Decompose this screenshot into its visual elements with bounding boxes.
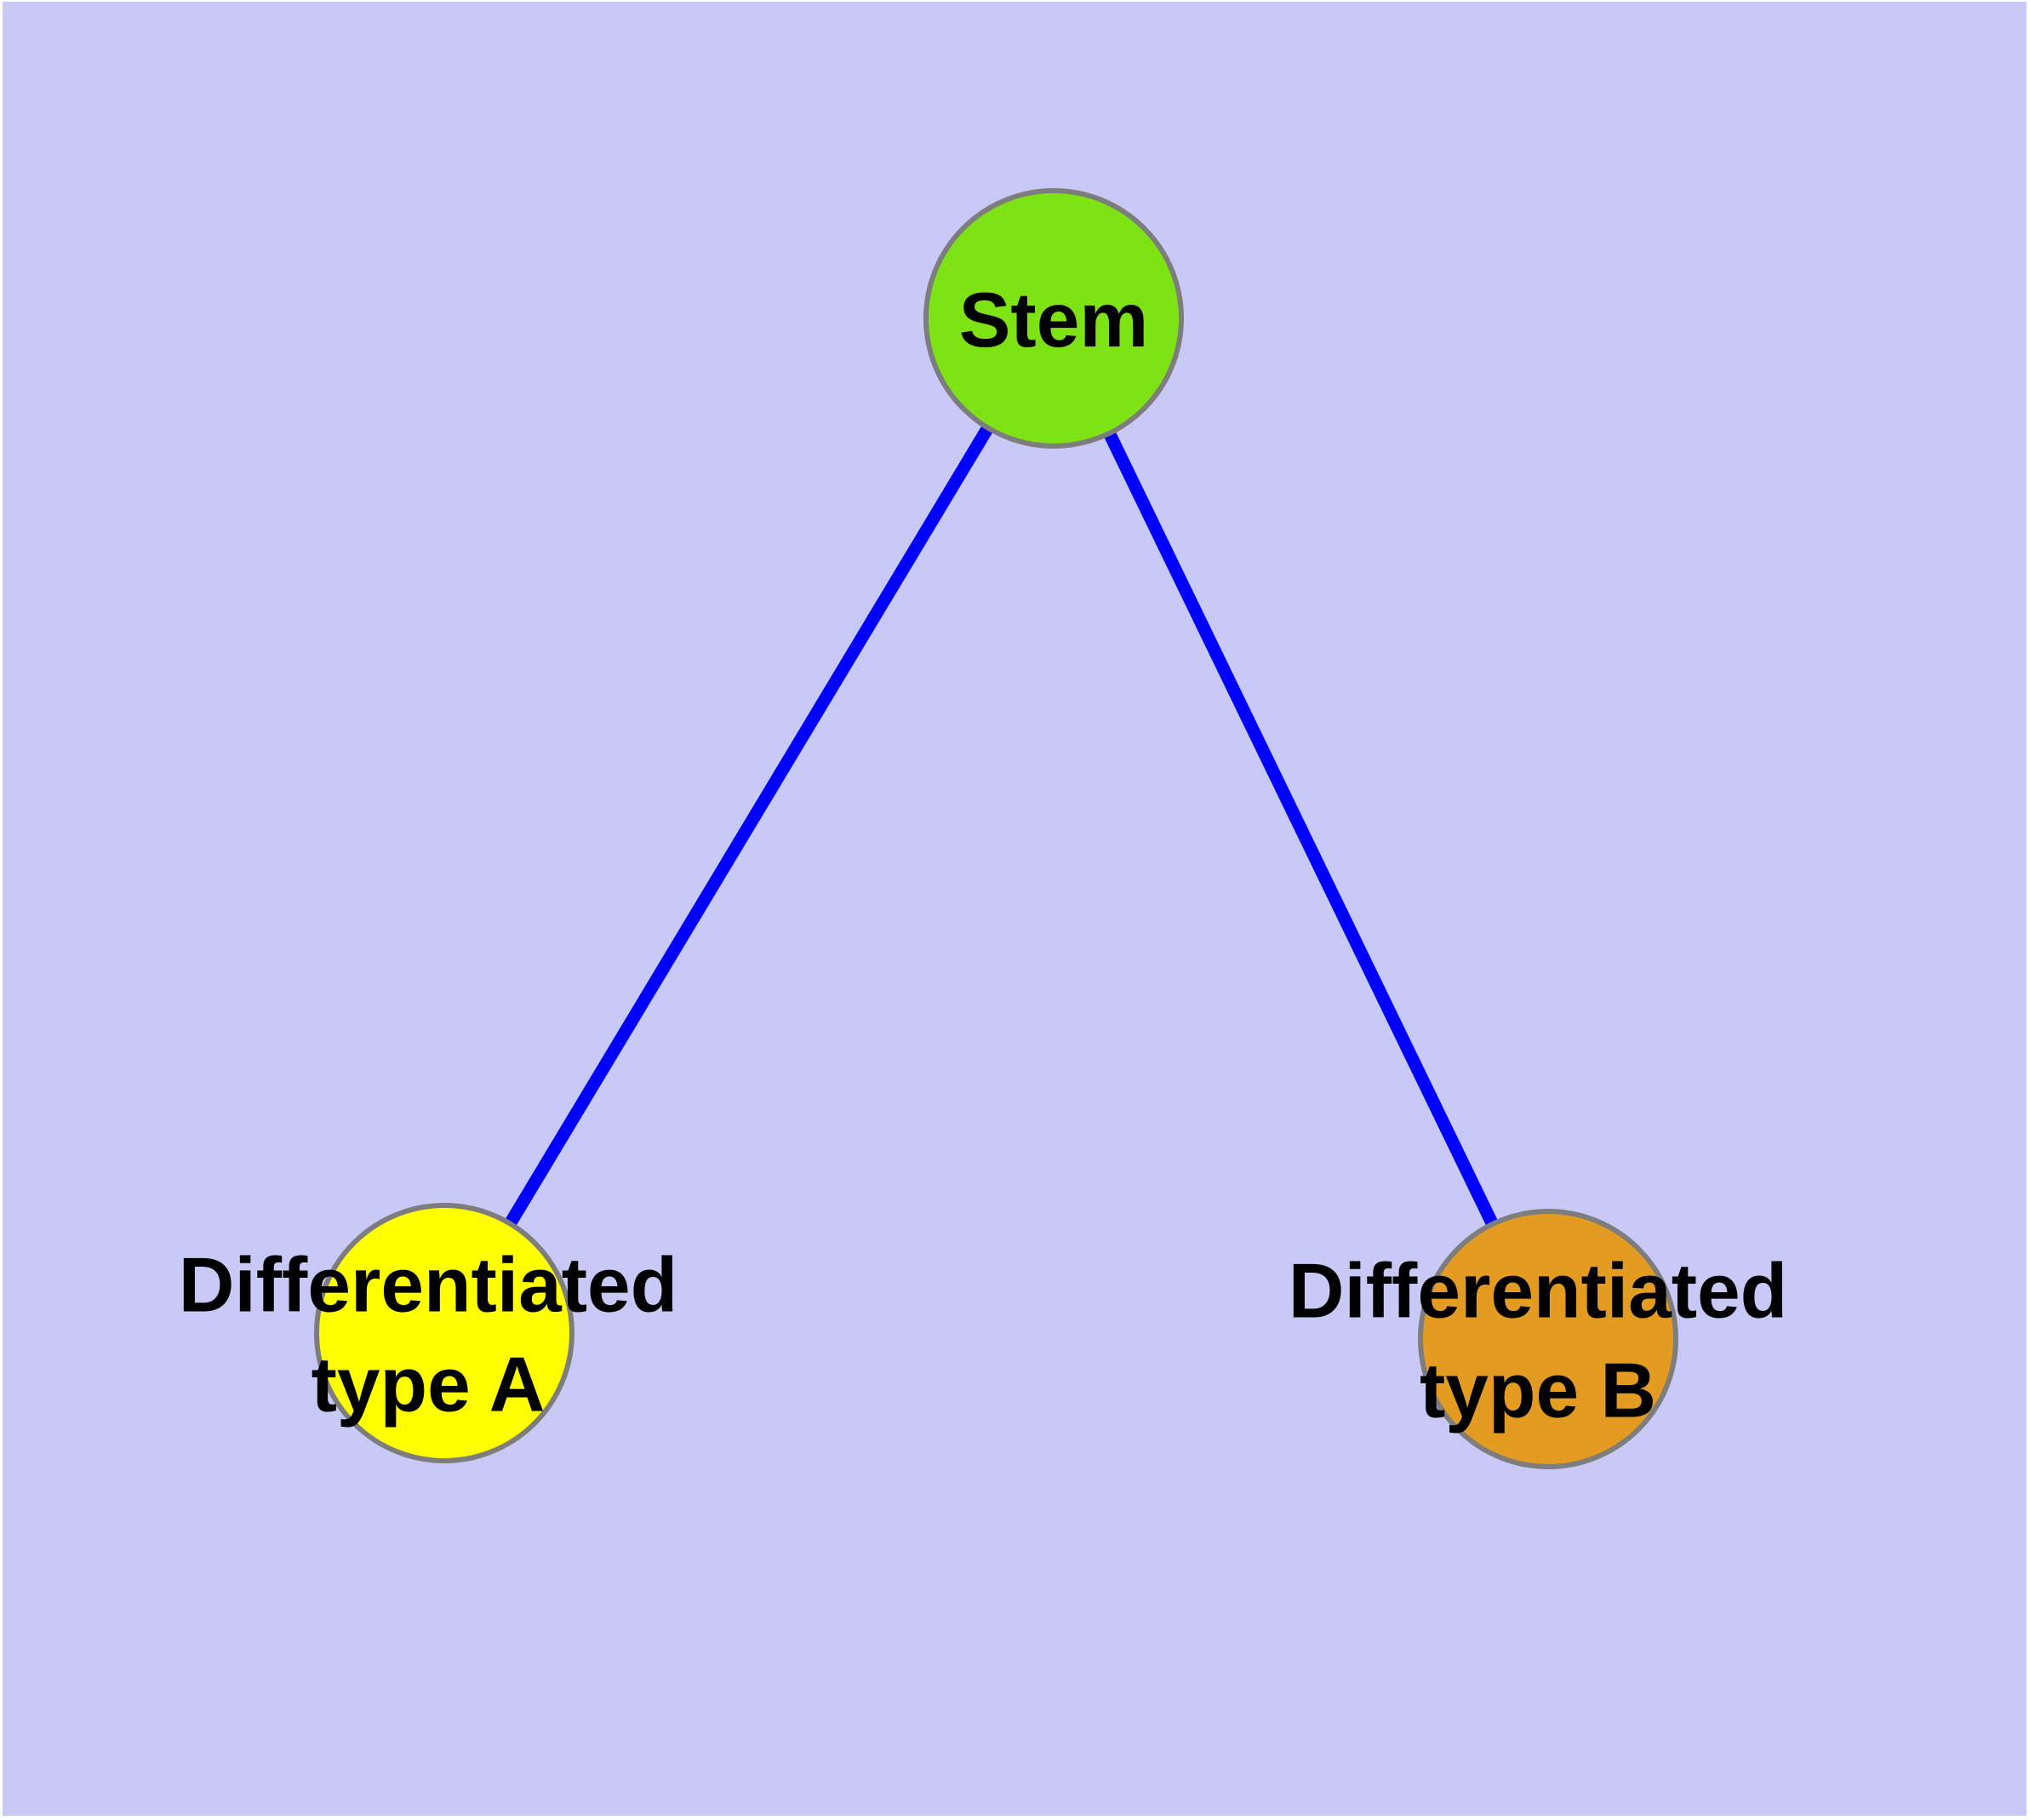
node-label-differentiated-type-a: Differentiated type A (179, 1243, 678, 1428)
node-differentiated-type-a (314, 1203, 574, 1463)
node-label-stem: Stem (959, 278, 1149, 363)
nodes-layer (314, 188, 1678, 1469)
edge-stem-to-differentiated-type-b (1048, 315, 1554, 1342)
node-label-line: Stem (959, 278, 1149, 363)
node-differentiated-type-b (1418, 1209, 1678, 1469)
node-label-line: type A (311, 1342, 546, 1428)
edge-stem-to-differentiated-type-a (438, 315, 1060, 1336)
node-label-line: Differentiated (179, 1243, 678, 1329)
node-label-line: type B (1420, 1348, 1656, 1434)
edges-layer (438, 315, 1554, 1342)
node-stem (923, 188, 1184, 449)
node-label-line: Differentiated (1289, 1249, 1788, 1335)
node-label-differentiated-type-b: Differentiated type B (1289, 1249, 1788, 1434)
